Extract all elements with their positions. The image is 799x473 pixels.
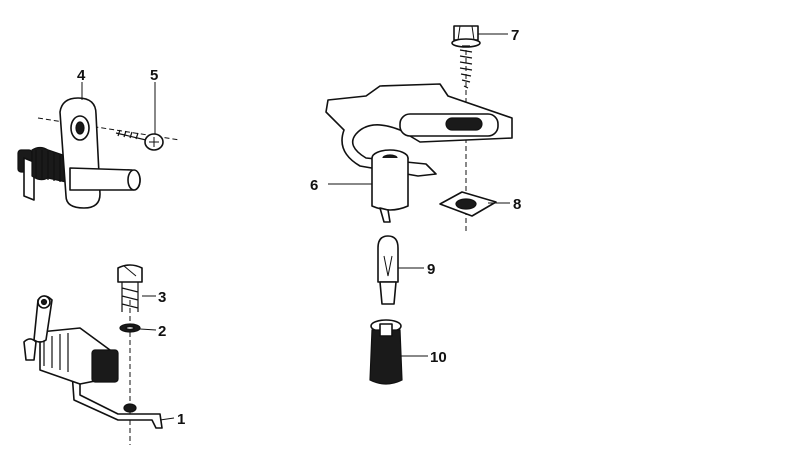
- callout-8: 8: [513, 196, 521, 213]
- socket-part: [369, 319, 428, 385]
- callout-5: 5: [150, 67, 158, 84]
- bracket-switch-assembly: [23, 264, 175, 445]
- callout-1: 1: [177, 411, 185, 428]
- lamp-holder-plate-assembly: [325, 25, 513, 232]
- callout-9: 9: [427, 261, 435, 278]
- bulb-part: [377, 235, 424, 305]
- callout-7: 7: [511, 27, 519, 44]
- callout-4: 4: [77, 67, 86, 84]
- callout-2: 2: [158, 323, 166, 340]
- callout-6: 6: [310, 177, 318, 194]
- callout-labels: 1 2 3 4 5 6 7 8 9 10: [77, 27, 521, 428]
- callout-10: 10: [430, 349, 447, 366]
- door-contact-switch-assembly: [17, 82, 181, 209]
- callout-3: 3: [158, 289, 166, 306]
